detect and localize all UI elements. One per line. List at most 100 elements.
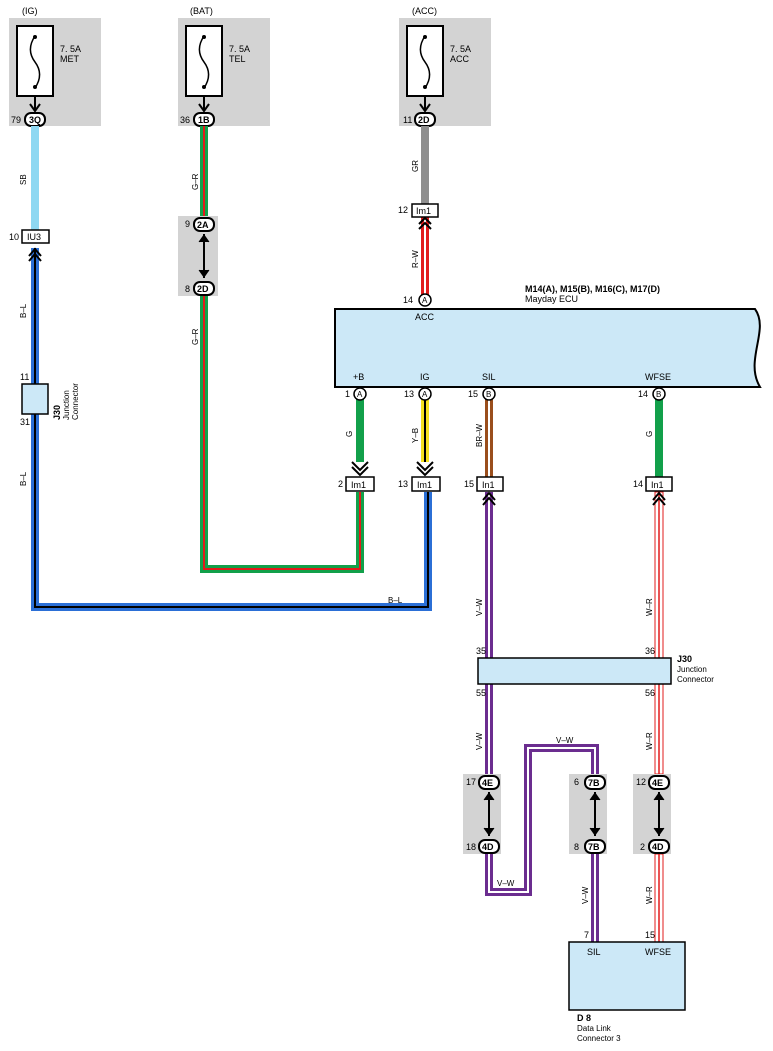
wire-vw-middle (485, 684, 493, 774)
ecu-pin-sil-conn: B (486, 390, 491, 399)
junction-4e-4d-left: 17 4E 18 4D (463, 774, 501, 854)
ecu-pin-wfse-conn: B (656, 390, 661, 399)
connector-iu3: 10 IU3 (9, 229, 50, 244)
ecu-pin-ig-conn: A (422, 390, 428, 399)
wire-gray-label: GR (411, 160, 420, 172)
conn-iu3-pin: 10 (9, 232, 19, 242)
mayday-ecu: M14(A), M15(B), M16(C), M17(D) Mayday EC… (334, 284, 762, 401)
fuse-met-rating: 7. 5A (60, 44, 81, 54)
wire-wr-label-1: W–R (645, 598, 654, 616)
conn-4d-left-pin: 18 (466, 842, 476, 852)
fuse-tel-source: (BAT) (190, 6, 213, 16)
wire-vw-dlc (591, 854, 599, 942)
wire-brw-label: BR–W (475, 423, 484, 447)
fuse-met-name: MET (60, 54, 80, 64)
conn-7b-top-pin: 6 (574, 777, 579, 787)
fuse-acc-name: ACC (450, 54, 470, 64)
ecu-pin-label-wfse: WFSE (645, 372, 671, 382)
dlc-label-wfse: WFSE (645, 947, 671, 957)
conn-iu3-label: IU3 (27, 232, 41, 242)
wire-vw-loop (485, 744, 599, 896)
iu3-arrow (28, 247, 42, 262)
fuse-met-source: (IG) (22, 6, 38, 16)
dlc-id: D 8 (577, 1013, 591, 1023)
conn-in1-15-pin: 15 (464, 479, 474, 489)
conn-7b-bottom-label: 7B (588, 842, 600, 852)
ecu-box (334, 308, 762, 388)
j30-left-line2: Connector (71, 383, 80, 420)
wire-vw-label-1: V–W (475, 598, 484, 616)
fuse-met-conn: 3Q (29, 115, 41, 125)
junction-4e-4d-right: 12 4E 2 4D (633, 774, 671, 854)
connector-im1-acc: 12 Im1 (398, 203, 439, 218)
wire-yb-label: Y–B (411, 428, 420, 443)
wire-vw-label-5: V–W (581, 886, 590, 904)
j30-left-id: J30 (52, 405, 62, 420)
j30-right-id: J30 (677, 654, 692, 664)
wire-vw-label-2: V–W (475, 732, 484, 750)
wire-rw-label: R–W (411, 250, 420, 268)
dlc-label-sil: SIL (587, 947, 601, 957)
ecu-name: Mayday ECU (525, 294, 578, 304)
ecu-pin-sil: 15 (468, 389, 478, 399)
j30-right-pin-tr: 36 (645, 646, 655, 656)
wire-g-wfse (655, 399, 663, 477)
connector-in1-14: 14 In1 (633, 476, 673, 492)
ecu-pin-label-plusb: +B (353, 372, 364, 382)
conn-2d-label: 2D (197, 284, 209, 294)
conn-4d-left-label: 4D (482, 842, 494, 852)
ecu-parts: M14(A), M15(B), M16(C), M17(D) (525, 284, 660, 294)
wire-bl-upper (31, 248, 39, 384)
data-link-connector: 7 15 SIL WFSE D 8 Data Link Connector 3 (568, 930, 686, 1043)
wire-wr-label-2: W–R (645, 732, 654, 750)
wire-bl-label-mid: B–L (19, 471, 28, 486)
conn-4d-right-pin: 2 (640, 842, 645, 852)
junction-2a-2d: 9 2A 8 2D (178, 216, 218, 296)
wire-wr-middle (654, 683, 664, 775)
conn-2a-pin: 9 (185, 219, 190, 229)
conn-im1-2-pin: 2 (338, 479, 343, 489)
fuse-tel-name: TEL (229, 54, 246, 64)
ecu-pin-plusb-conn: A (357, 390, 363, 399)
wire-g-wfse-label: G (645, 431, 654, 437)
fuse-acc-conn: 2D (418, 115, 430, 125)
wire-rw (418, 216, 432, 295)
conn-in1-14-label: In1 (651, 480, 664, 490)
j30-right-line1: Junction (677, 665, 707, 674)
j30-right-pin-tl: 35 (476, 646, 486, 656)
fuse-acc-panel: (ACC) 7. 5A ACC 11 2D (399, 6, 491, 127)
fuse-icon (198, 35, 210, 89)
ecu-pin-wfse: 14 (638, 389, 648, 399)
wire-bl-label-bottom: B–L (388, 596, 403, 605)
dlc-pin-wfse: 15 (645, 930, 655, 940)
fuse-tel-panel: (BAT) 7. 5A TEL 36 1B (178, 6, 270, 127)
conn-4e-right-label: 4E (652, 778, 663, 788)
wire-wr-upper (652, 491, 666, 659)
conn-7b-top-label: 7B (588, 778, 600, 788)
j30-right-line2: Connector (677, 675, 714, 684)
wire-brw (485, 399, 493, 477)
wire-wr-dlc (654, 853, 664, 943)
conn-4e-left-label: 4E (482, 778, 493, 788)
ecu-pin-ig: 13 (404, 389, 414, 399)
conn-4e-left-pin: 17 (466, 777, 476, 787)
ecu-pin-label-sil: SIL (482, 372, 496, 382)
wire-sb-label: SB (19, 174, 28, 185)
wire-bl-lower (31, 414, 432, 611)
wire-gr-label-mid: G–R (191, 328, 200, 345)
conn-in1-15-label: In1 (482, 480, 495, 490)
fuse-met-pin: 79 (11, 115, 21, 125)
j30-right: 35 36 55 56 J30 Junction Connector (476, 646, 714, 698)
j30-right-pin-bl: 55 (476, 688, 486, 698)
conn-2d-pin: 8 (185, 284, 190, 294)
connector-in1-15: 15 In1 (464, 476, 504, 492)
dlc-line1: Data Link (577, 1024, 612, 1033)
j30-left: 11 31 J30 Junction Connector (20, 372, 80, 427)
wire-vw-label-4: V–W (497, 879, 515, 888)
wire-gr (200, 126, 364, 573)
conn-in1-14-pin: 14 (633, 479, 643, 489)
fuse-acc-rating: 7. 5A (450, 44, 471, 54)
fuse-acc-source: (ACC) (412, 6, 437, 16)
j30-left-pin-bottom: 31 (20, 417, 30, 427)
